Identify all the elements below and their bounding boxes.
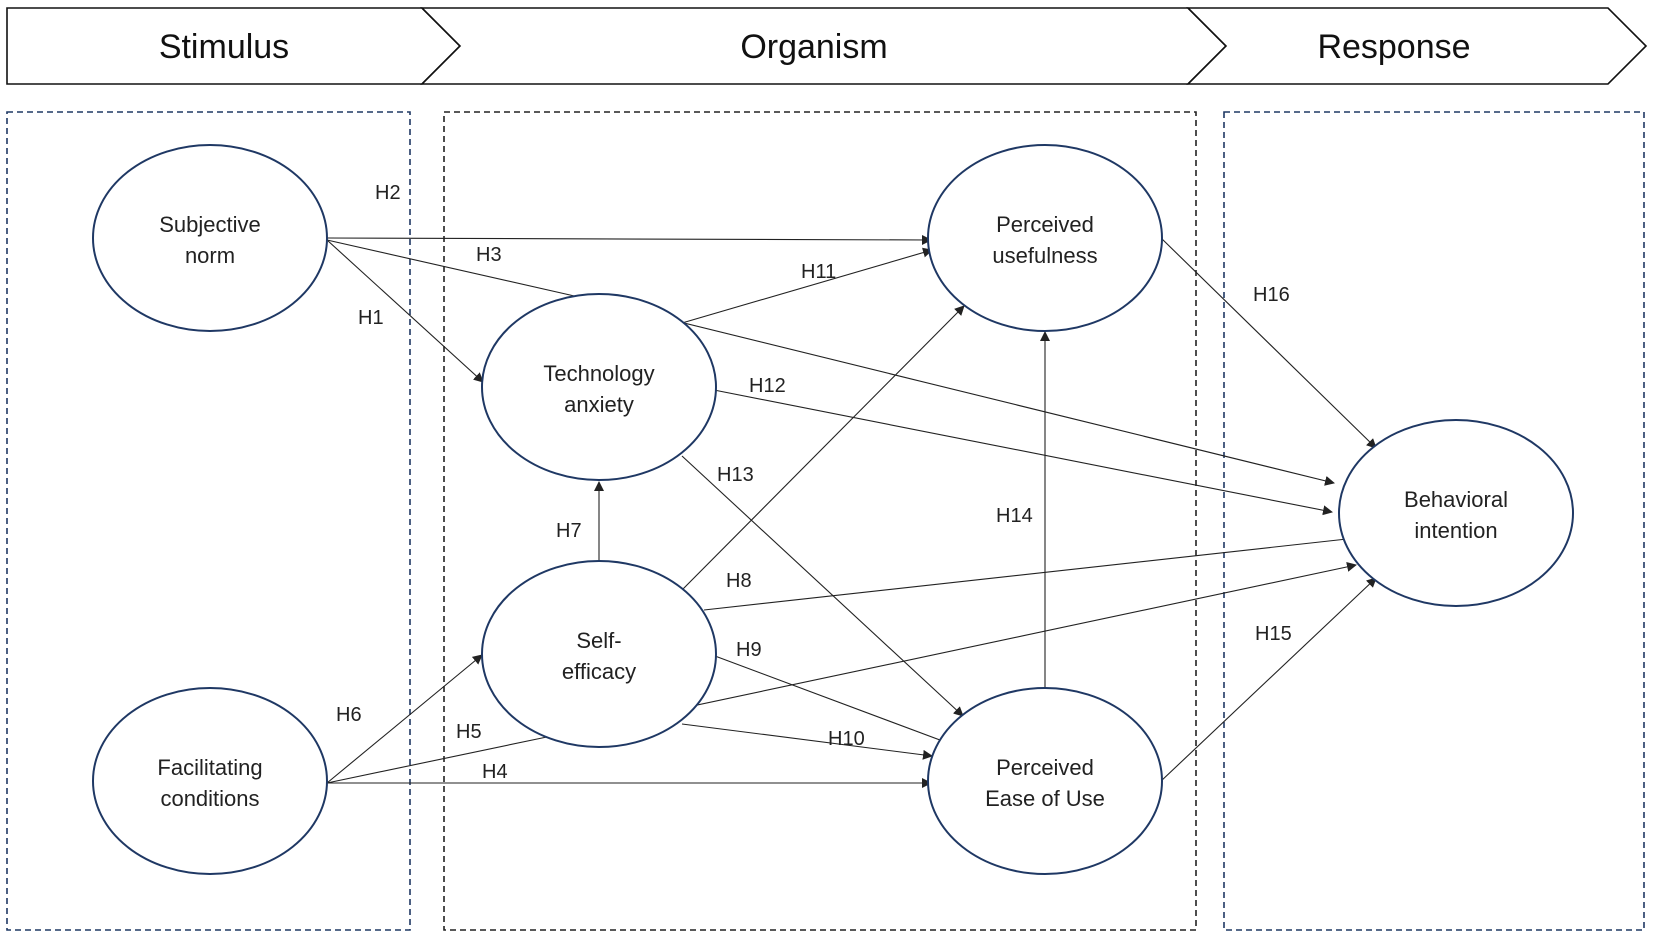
stage-banner-stimulus: Stimulus [6, 7, 462, 85]
stage-banners: Stimulus Organism Response [6, 7, 1648, 85]
node-technology-anxiety-line-2: anxiety [564, 392, 634, 417]
node-behavioral-intention: Behavioral intention [1338, 419, 1574, 607]
edge-h3 [326, 239, 1335, 486]
edge-label-h4: H4 [482, 761, 508, 783]
stage-banner-response-shape [1186, 7, 1648, 85]
construct-nodes: Subjective norm Facilitating conditions … [92, 144, 1574, 875]
stage-regions [6, 111, 1645, 931]
edge-label-h6: H6 [336, 704, 362, 726]
node-self-efficacy-line-2: efficacy [562, 659, 636, 684]
edge-h1 [326, 239, 484, 383]
hypothesis-edges: H1 H2 H3 H4 H5 H6 H7 H8 H9 H10 H11 H12 H… [326, 182, 1377, 788]
node-self-efficacy: Self- efficacy [481, 560, 717, 748]
node-behavioral-intention-shape [1338, 419, 1574, 607]
edge-h8 [703, 534, 1357, 611]
edge-h5 [326, 561, 1357, 784]
node-technology-anxiety-line-1: Technology [543, 361, 654, 386]
edge-label-h16: H16 [1253, 284, 1290, 306]
edge-label-h1: H1 [358, 307, 384, 329]
stage-label-organism: Organism [740, 28, 887, 66]
edge-h10 [681, 723, 933, 760]
edge-label-h8: H8 [726, 570, 752, 592]
stage-banner-response: Response [1186, 7, 1648, 85]
edge-h11 [681, 247, 933, 324]
stage-label-stimulus: Stimulus [159, 28, 289, 66]
edge-h13 [681, 455, 964, 717]
node-technology-anxiety-shape [481, 293, 717, 481]
edge-label-h11: H11 [801, 261, 836, 283]
edge-label-h14: H14 [996, 505, 1033, 527]
edge-h15 [1159, 577, 1377, 783]
edge-label-h7: H7 [556, 520, 582, 542]
node-perceived-ease-of-use-line-2: Ease of Use [985, 786, 1105, 811]
edge-h12 [713, 389, 1333, 516]
edge-label-h3: H3 [476, 244, 502, 266]
stimulus-region [6, 111, 411, 931]
node-perceived-usefulness-line-1: Perceived [996, 212, 1094, 237]
node-perceived-usefulness-line-2: usefulness [992, 243, 1097, 268]
stage-label-response: Response [1317, 28, 1470, 66]
node-self-efficacy-shape [481, 560, 717, 748]
stage-banner-organism: Organism [420, 7, 1228, 85]
node-perceived-ease-of-use-line-1: Perceived [996, 755, 1094, 780]
node-perceived-usefulness: Perceived usefulness [927, 144, 1163, 332]
response-region [1223, 111, 1645, 931]
edge-label-h12: H12 [749, 375, 786, 397]
edge-h9 [681, 305, 965, 591]
edge-label-h5: H5 [456, 721, 482, 743]
edge-label-h10: H10 [828, 728, 865, 750]
edge-label-h2: H2 [375, 182, 401, 204]
node-perceived-usefulness-shape [927, 144, 1163, 332]
edge-h2 [326, 234, 932, 245]
node-facilitating-conditions: Facilitating conditions [92, 687, 328, 875]
edge-h6 [326, 654, 483, 784]
edge-label-h9: H9 [736, 639, 762, 661]
node-behavioral-intention-line-1: Behavioral [1404, 487, 1508, 512]
node-subjective-norm: Subjective norm [92, 144, 328, 332]
node-facilitating-conditions-line-1: Facilitating [157, 755, 262, 780]
node-facilitating-conditions-line-2: conditions [160, 786, 259, 811]
node-subjective-norm-line-1: Subjective [159, 212, 261, 237]
node-behavioral-intention-line-2: intention [1414, 518, 1497, 543]
edge-label-h13: H13 [717, 464, 754, 486]
node-subjective-norm-line-2: norm [185, 243, 235, 268]
node-facilitating-conditions-shape [92, 687, 328, 875]
node-self-efficacy-line-1: Self- [576, 628, 621, 653]
edge-h9-ease [714, 655, 957, 748]
node-technology-anxiety: Technology anxiety [481, 293, 717, 481]
edge-label-h15: H15 [1255, 623, 1292, 645]
node-perceived-ease-of-use-shape [927, 687, 1163, 875]
organism-region [443, 111, 1197, 931]
node-subjective-norm-shape [92, 144, 328, 332]
node-perceived-ease-of-use: Perceived Ease of Use [927, 687, 1163, 875]
edge-h16 [1159, 236, 1377, 449]
